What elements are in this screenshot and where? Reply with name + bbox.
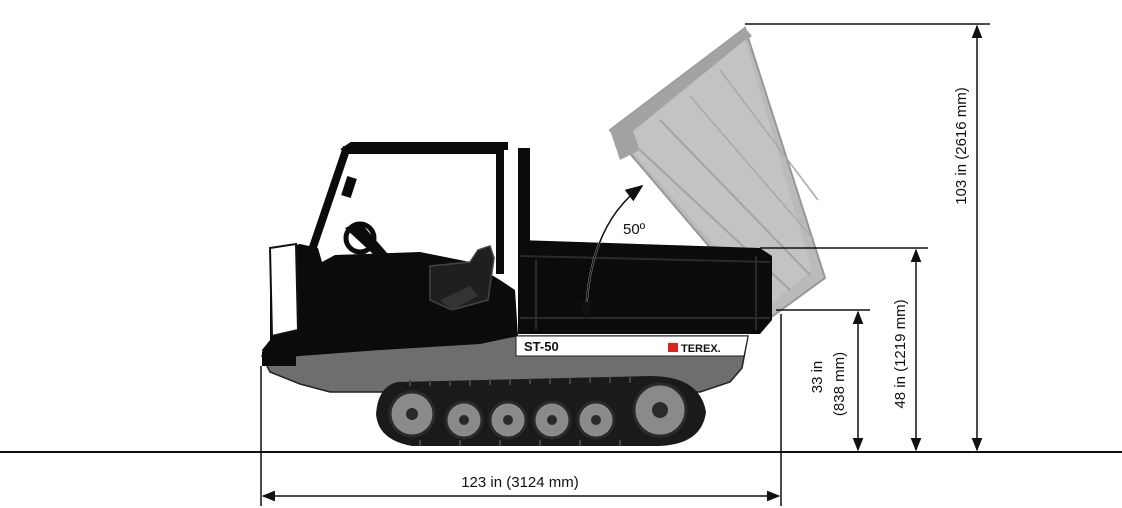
steering-wheel xyxy=(343,221,377,255)
raised-dump-bed xyxy=(608,26,827,320)
pivot-height-label: 48 in (1219 mm) xyxy=(892,299,909,408)
model-decal: ST-50 xyxy=(524,339,559,354)
bed-height-label-line1: 33 in xyxy=(809,361,826,394)
track-lugs xyxy=(409,377,631,446)
rops-frame xyxy=(306,142,508,274)
decal-panel xyxy=(515,335,749,357)
bed-height-label-line2: (838 mm) xyxy=(831,352,848,416)
length-label: 123 in (3124 mm) xyxy=(461,474,579,491)
overall-height-label: 103 in (2616 mm) xyxy=(953,87,970,205)
front-bumper xyxy=(262,352,296,366)
dump-angle-label: 50º xyxy=(623,221,646,238)
front-grille xyxy=(268,242,300,338)
brand-decal: TEREX. xyxy=(681,343,721,355)
terex-logo-mark xyxy=(668,343,678,352)
dump-bed xyxy=(518,240,772,334)
operator-seat xyxy=(429,245,495,311)
